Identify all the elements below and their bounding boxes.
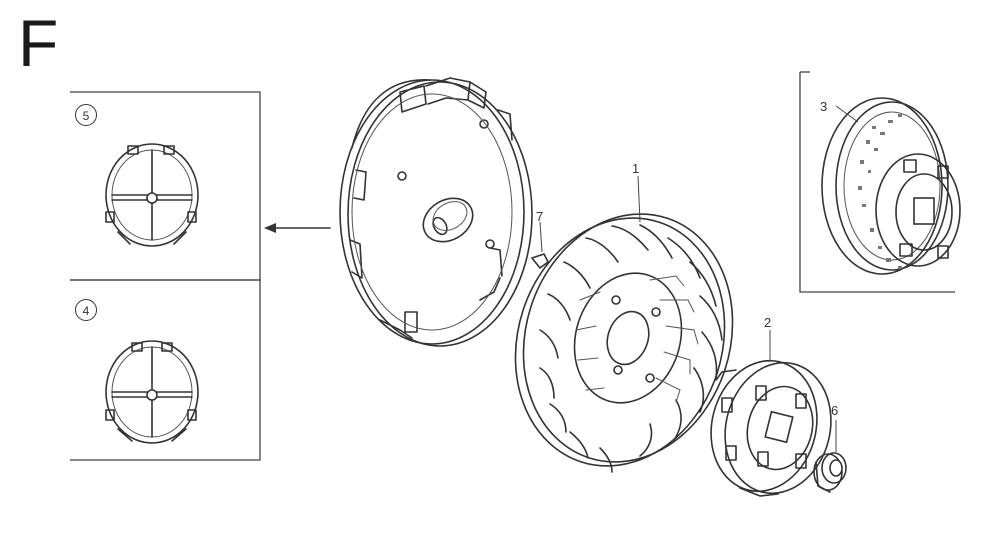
part-number-2: 2 <box>764 315 772 330</box>
part-number-6: 6 <box>831 403 839 418</box>
variant-box-lower <box>70 279 261 461</box>
variant-number-5: 5 <box>75 104 97 126</box>
part-number-3: 3 <box>820 99 828 114</box>
fan-variant-5 <box>105 143 199 247</box>
variant-arrow <box>264 223 331 233</box>
part-number-1: 1 <box>632 161 640 176</box>
starter-pulley-variant-drawing <box>821 97 961 275</box>
cooling-fan-plate <box>339 77 533 347</box>
section-letter: F <box>18 6 59 80</box>
part-number-7: 7 <box>536 209 544 224</box>
flywheel <box>514 175 734 473</box>
flange-nut <box>813 420 847 493</box>
variant-number-4: 4 <box>75 299 97 321</box>
woodruff-key <box>531 221 549 269</box>
variant-box-right <box>799 71 955 293</box>
fan-variant-4 <box>105 340 199 444</box>
starter-pulley <box>710 330 832 497</box>
variant-shading <box>858 114 902 269</box>
variant-box-upper <box>70 91 261 281</box>
